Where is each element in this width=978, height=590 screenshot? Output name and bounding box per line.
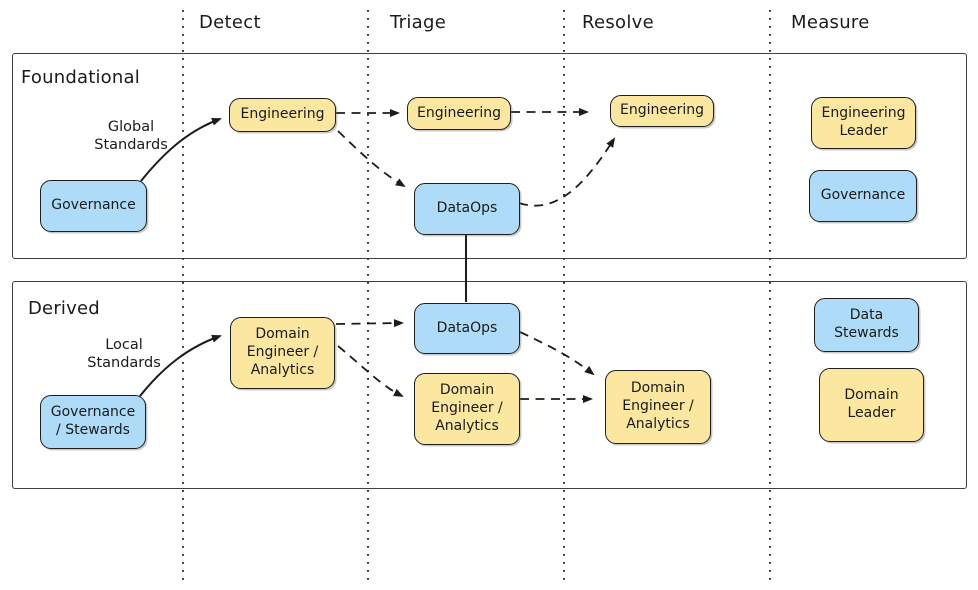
node-label-line: Engineering bbox=[821, 105, 906, 122]
node-label-line: Governance bbox=[50, 404, 136, 421]
edge-engdetect-to-dataops bbox=[337, 130, 406, 188]
lane-derived-label: Derived bbox=[28, 298, 100, 319]
node-label-line: Analytics bbox=[250, 361, 315, 378]
node-engineering-resolve: Engineering bbox=[610, 95, 714, 127]
annotation-local-line2: Standards bbox=[87, 355, 161, 372]
node-label-line: Engineering bbox=[240, 106, 325, 123]
edge-domaindetect-to-dataops bbox=[335, 319, 404, 328]
node-dataops-foundational: DataOps bbox=[414, 183, 520, 235]
node-label-line: DataOps bbox=[436, 200, 498, 217]
lane-foundational: Foundational bbox=[12, 53, 967, 259]
node-label-line: Analytics bbox=[626, 415, 690, 432]
annotation-local-line1: Local bbox=[105, 337, 143, 353]
annotation-global-line2: Standards bbox=[94, 137, 168, 154]
node-label-line: Domain bbox=[844, 387, 899, 404]
node-label-line: Engineer / bbox=[246, 344, 319, 361]
node-label-line: Analytics bbox=[435, 417, 499, 434]
column-header-triage: Triage bbox=[390, 12, 447, 33]
node-label-line: Governance bbox=[51, 197, 136, 214]
node-label-line: / Stewards bbox=[56, 422, 130, 438]
node-governance-foundational: Governance bbox=[40, 180, 147, 232]
edge-domaindetect-to-domaintriage bbox=[337, 345, 404, 397]
edge-dataops-to-engresolve bbox=[518, 137, 616, 207]
node-engineering-triage: Engineering bbox=[407, 97, 511, 130]
edge-stewards-to-domaindetect bbox=[139, 334, 222, 397]
node-governance-stewards: Governance/ Stewards bbox=[40, 395, 146, 449]
lane-foundational-label: Foundational bbox=[21, 67, 140, 88]
node-label-line: Engineer / bbox=[622, 398, 694, 415]
annotation-local-standards: Local Standards bbox=[80, 336, 168, 372]
annotation-global-line1: Global bbox=[107, 119, 155, 135]
column-header-measure: Measure bbox=[791, 12, 870, 33]
column-header-resolve: Resolve bbox=[582, 12, 654, 33]
node-governance-measure: Governance bbox=[809, 170, 917, 222]
node-label-line: Data bbox=[849, 307, 884, 324]
node-label-line: Governance bbox=[820, 187, 906, 204]
node-dataops-derived: DataOps bbox=[414, 303, 520, 354]
node-label-line: DataOps bbox=[436, 319, 498, 336]
node-label-line: Domain bbox=[255, 326, 310, 343]
node-label-line: Engineering bbox=[417, 104, 501, 121]
node-engineering-detect: Engineering bbox=[229, 98, 336, 132]
node-label-line: Leader bbox=[847, 405, 896, 421]
annotation-global-standards: Global Standards bbox=[88, 118, 174, 154]
node-label-line: Engineering bbox=[620, 102, 704, 119]
edge-gov-to-engineering bbox=[140, 118, 222, 182]
node-label-line: Domain bbox=[439, 382, 495, 399]
column-header-detect: Detect bbox=[199, 12, 261, 33]
edge-dataopsd-to-domainresolve bbox=[519, 331, 595, 376]
lane-derived: Derived bbox=[12, 281, 967, 489]
edge-paths bbox=[139, 108, 616, 403]
node-label-line: Stewards bbox=[834, 325, 899, 341]
node-label-line: Domain bbox=[630, 380, 686, 397]
node-label-line: Leader bbox=[839, 123, 888, 139]
node-label-line: Engineer / bbox=[431, 400, 503, 417]
